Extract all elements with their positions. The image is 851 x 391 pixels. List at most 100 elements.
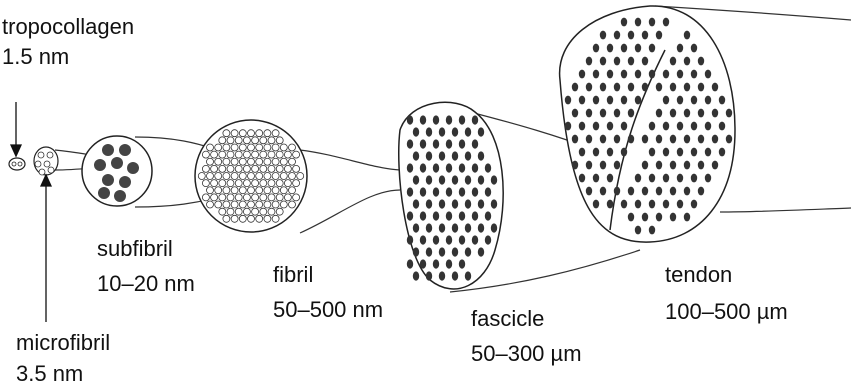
fascicle-dot [472, 235, 478, 244]
fascicle-dot [491, 199, 497, 208]
fibril-dot [276, 165, 283, 172]
tendon-dot [586, 161, 592, 170]
tendon-dot [607, 148, 613, 157]
tendon-dot [684, 161, 690, 170]
fascicle-size: 50–300 µm [471, 341, 582, 367]
tendon-dot [649, 174, 655, 183]
fascicle-dot [452, 175, 458, 184]
tendon-dot [656, 109, 662, 118]
fibril-dot [198, 173, 205, 180]
fibril-dot [223, 130, 230, 137]
fibril-dot [243, 180, 250, 187]
fibril-dot [243, 165, 250, 172]
fibril-dot [239, 158, 246, 165]
tendon-dot [600, 109, 606, 118]
fibril-dot [293, 194, 300, 201]
fibril-dot [268, 151, 275, 158]
tendon-dot [663, 200, 669, 209]
tendon-dot [621, 18, 627, 27]
fibril-dot [260, 165, 267, 172]
fibril-dot [268, 137, 275, 144]
fascicle-dot [413, 151, 419, 160]
fibril-tail-bottom [300, 190, 400, 233]
microfibril-dot [35, 161, 41, 167]
tendon-dot [565, 122, 571, 131]
fibril-dot [215, 173, 222, 180]
fibril-dot [215, 158, 222, 165]
fibril-dot [280, 144, 287, 151]
tendon-dot [628, 83, 634, 92]
fascicle-dot [472, 139, 478, 148]
tendon-dot [614, 31, 620, 40]
fibril-dot [239, 187, 246, 194]
tendon-dot [572, 135, 578, 144]
fascicle-dot [452, 199, 458, 208]
fascicle-dot [433, 187, 439, 196]
tendon-dot [621, 96, 627, 105]
fibril-dot [227, 137, 234, 144]
tendon-dot [593, 70, 599, 79]
tendon-dot [600, 57, 606, 66]
fascicle-dot [446, 163, 452, 172]
tendon-dot [677, 122, 683, 131]
fascicle-dot [439, 223, 445, 232]
fascicle-dot [446, 235, 452, 244]
fascicle-dot [478, 247, 484, 256]
tendon-dot [628, 213, 634, 222]
fibril-dot [231, 130, 238, 137]
fibril-dot [219, 165, 226, 172]
subfibril-dot [111, 157, 123, 169]
microfibril-dot [48, 167, 54, 173]
fibril-dot [231, 144, 238, 151]
tendon-dot [663, 70, 669, 79]
microfibril-cross-section [34, 147, 58, 175]
fibril-dot [276, 137, 283, 144]
fibril-dot [293, 165, 300, 172]
tendon-dot [726, 135, 732, 144]
fibril-dot [256, 215, 263, 222]
fascicle-dot [465, 151, 471, 160]
tendon-dot [586, 57, 592, 66]
tendon-dot [649, 200, 655, 209]
fascicle-dot [446, 139, 452, 148]
tendon-dot [635, 96, 641, 105]
tendon-dot [635, 200, 641, 209]
fascicle-dot [465, 271, 471, 280]
subfibril-dot [127, 162, 139, 174]
tendon-dot [719, 122, 725, 131]
fibril-dot [284, 180, 291, 187]
subfibril-dot [102, 144, 114, 156]
fibril-dot [235, 194, 242, 201]
fascicle-dot [420, 211, 426, 220]
tendon-dot [572, 83, 578, 92]
tendon-dot [691, 122, 697, 131]
tendon-dot [642, 187, 648, 196]
fascicle-label: fascicle [471, 306, 544, 332]
fibril-dot [223, 215, 230, 222]
fibril-dot [235, 180, 242, 187]
tendon-dot [607, 70, 613, 79]
tendon-dot [586, 135, 592, 144]
fibril-dot [239, 215, 246, 222]
fibril-dot [211, 180, 218, 187]
tendon-dot [670, 213, 676, 222]
fibril-dot [289, 201, 296, 208]
fascicle-dot [426, 175, 432, 184]
fibril-dot [235, 208, 242, 215]
fascicle-dot [446, 115, 452, 124]
fibril-dot [252, 208, 259, 215]
fibril-dot [235, 137, 242, 144]
fibril-dot [297, 173, 304, 180]
tendon-dot [593, 200, 599, 209]
tendon-dot [642, 135, 648, 144]
fibril-dot [243, 194, 250, 201]
tendon-dot [628, 57, 634, 66]
fibril-dot [252, 165, 259, 172]
fascicle-dot [472, 211, 478, 220]
fascicle-dot [465, 199, 471, 208]
fascicle-dot [413, 199, 419, 208]
tendon-dot [649, 148, 655, 157]
fibril-dot [260, 208, 267, 215]
fibril-dot [280, 158, 287, 165]
microfibril-dot [44, 161, 50, 167]
